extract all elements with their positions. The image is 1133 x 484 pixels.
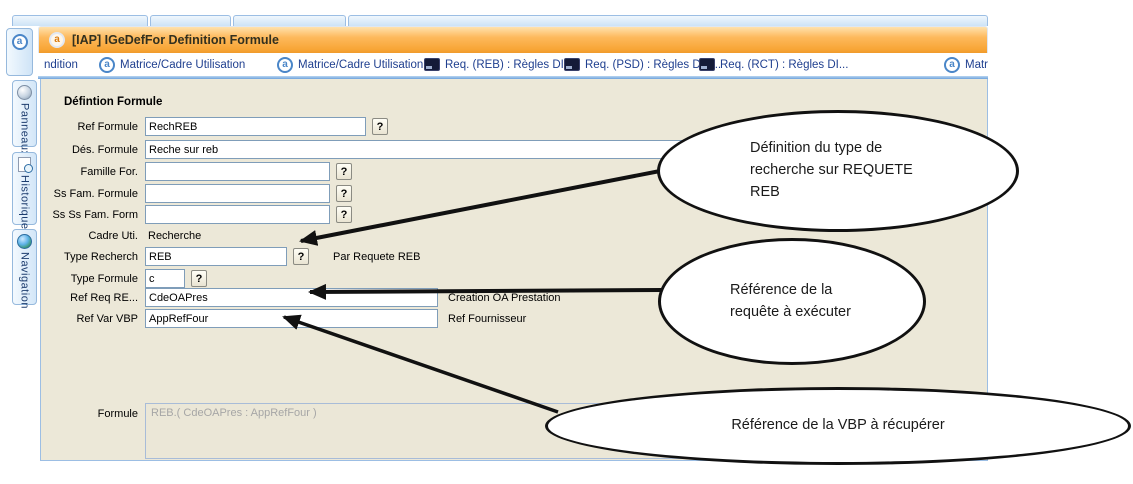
sidebar-item-label: Historique [18,175,31,230]
field-label-type-recherch: Type Recherch [64,251,138,263]
circled-a-icon: a [944,56,960,73]
tab-label: Matr [965,58,988,71]
tab-condition[interactable]: ndition [44,56,78,73]
background-tab-stub[interactable] [150,15,231,26]
tab-matrice-cadre-2[interactable]: a Matrice/Cadre Utilisation [277,56,423,73]
document-tabbar: ndition a Matrice/Cadre Utilisation a Ma… [38,53,988,76]
tab-req-rct[interactable]: Req. (RCT) : Règles DI... [699,56,848,73]
sidebar-item-label: Navigation [18,252,31,309]
field-label-type-formule: Type Formule [70,273,138,285]
tab-matrice-cut[interactable]: a Matr [944,56,988,73]
help-button[interactable]: ? [336,185,352,202]
field-label-cadre-uti: Cadre Uti. [88,230,138,242]
console-icon [424,58,440,71]
tab-label: Matrice/Cadre Utilisation [298,58,424,71]
history-doc-icon [18,157,33,173]
ref-req-reb-input[interactable] [145,288,438,307]
window-title: [IAP] IGeDefFor Definition Formule [72,33,279,47]
field-label-ref-req-reb: Ref Req RE... [70,292,138,304]
cadre-uti-value: Recherche [148,230,202,242]
ref-var-vbp-description: Ref Fournisseur [448,313,527,325]
sidebar-item-navigation[interactable]: Navigation [12,229,37,309]
field-label-famille-for: Famille For. [80,166,138,178]
type-formule-input[interactable] [145,269,185,288]
field-label-ref-var-vbp: Ref Var VBP [76,313,138,325]
window-titlebar[interactable]: a [IAP] IGeDefFor Definition Formule [38,26,988,53]
callout-text: Définition du type de recherche sur REQU… [750,140,913,200]
tab-label: Req. (PSD) : Règles DIA... [585,58,722,71]
type-recherch-input[interactable] [145,247,287,266]
app-logo-icon: a [11,34,28,50]
ss-fam-formule-input[interactable] [145,184,330,203]
panel-icon [17,85,32,100]
field-label-ss-fam-formule: Ss Fam. Formule [53,188,138,200]
ref-req-description: Creation OA Prestation [448,292,561,304]
callout-bubble-type-recherche: Définition du type de recherche sur REQU… [657,110,1019,232]
tab-matrice-cadre-1[interactable]: a Matrice/Cadre Utilisation [99,56,245,73]
callout-text: Référence de la VBP à récupérer [731,417,945,434]
famille-for-input[interactable] [145,162,330,181]
globe-icon [17,234,32,249]
ref-formule-input[interactable] [145,117,366,136]
tab-label: Req. (RCT) : Règles DI... [720,58,849,71]
type-recherch-description: Par Requete REB [333,251,421,263]
tab-req-reb[interactable]: Req. (REB) : Règles DIA... [424,56,581,73]
sidebar-item-label: Panneaux [18,103,31,157]
help-button[interactable]: ? [336,206,352,223]
help-button[interactable]: ? [372,118,388,135]
tabbar-underline [38,76,988,79]
sidebar-item-panneaux[interactable]: Panneaux [12,80,37,157]
sidebar-item-historique[interactable]: Historique [12,152,37,230]
console-icon [564,58,580,71]
callout-bubble-requete: Référence de la requête à exécuter [658,238,926,365]
help-button[interactable]: ? [191,270,207,287]
window-icon: a [49,32,65,48]
tab-label: Matrice/Cadre Utilisation [120,58,246,71]
background-tab-stub[interactable] [233,15,346,26]
field-label-formule: Formule [97,408,138,420]
ref-var-vbp-input[interactable] [145,309,438,328]
field-label-ref-formule: Ref Formule [77,121,138,133]
background-tab-stub[interactable] [348,15,988,26]
tab-label: Req. (REB) : Règles DIA... [445,58,582,71]
help-button[interactable]: ? [336,163,352,180]
tab-label: ndition [44,58,78,71]
tab-req-psd[interactable]: Req. (PSD) : Règles DIA... [564,56,721,73]
background-tab-stub[interactable] [12,15,148,26]
console-icon [699,58,715,71]
circled-a-icon: a [277,56,293,73]
field-label-ss-ss-fam-form: Ss Ss Fam. Form [52,209,138,221]
collapsed-side-tab[interactable]: a [6,28,33,76]
form-section-title: Défintion Formule [64,96,163,108]
callout-text: Référence de la requête à exécuter [730,281,851,320]
callout-bubble-vbp: Référence de la VBP à récupérer [545,387,1131,465]
ss-ss-fam-form-input[interactable] [145,205,330,224]
field-label-des-formule: Dés. Formule [71,144,138,156]
help-button[interactable]: ? [293,248,309,265]
circled-a-icon: a [99,56,115,73]
